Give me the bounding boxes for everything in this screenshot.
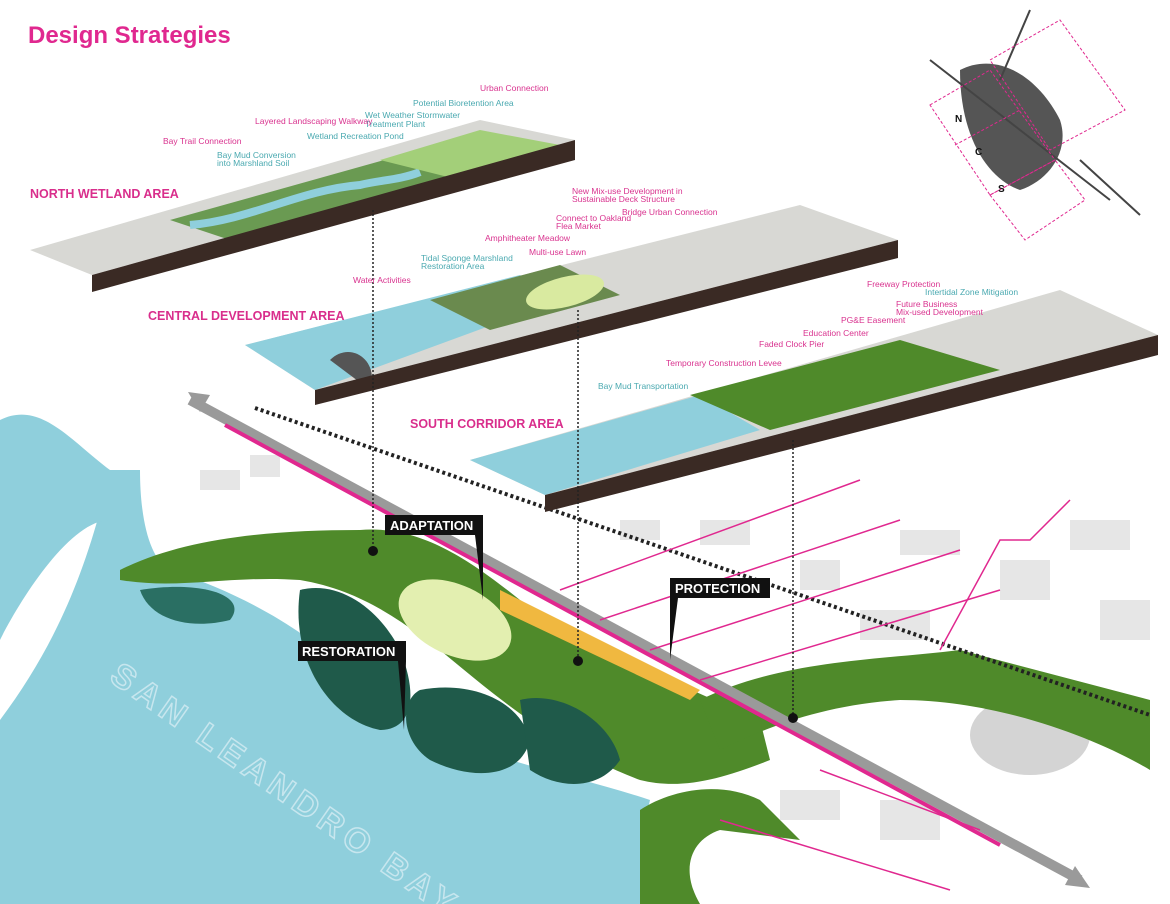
urban-connections xyxy=(559,479,1071,891)
adaptation-tag: ADAPTATION xyxy=(385,515,483,600)
label-mixuse-1: New Mix-use Development in xyxy=(572,186,683,196)
multi-use-lawn xyxy=(398,579,512,661)
marsh-island xyxy=(406,687,530,774)
restoration-tag: RESTORATION xyxy=(298,641,406,730)
corridor-arrow xyxy=(254,406,1151,717)
freeway-line xyxy=(224,423,1001,847)
freeway-arrow-icon xyxy=(1065,866,1090,888)
north-area-label: NORTH WETLAND AREA xyxy=(30,187,179,201)
label-pge: PG&E Easement xyxy=(841,315,906,325)
label-bay-mud-transport: Bay Mud Transportation xyxy=(598,381,689,391)
label-freeway-protection: Freeway Protection xyxy=(867,279,940,289)
label-intertidal: Intertidal Zone Mitigation xyxy=(925,287,1018,297)
projection-point xyxy=(573,656,583,666)
label-stormwater-2: Treatment Plant xyxy=(365,119,426,129)
label-urban-connection: Urban Connection xyxy=(480,83,549,93)
label-business-2: Mix-used Development xyxy=(896,307,984,317)
label-walkway: Layered Landscaping Walkway xyxy=(255,116,373,126)
svg-text:RESTORATION: RESTORATION xyxy=(302,644,395,659)
keymap-n: N xyxy=(955,114,962,125)
projection-point xyxy=(368,546,378,556)
south-shore xyxy=(640,789,800,904)
label-stormwater-1: Wet Weather Stormwater xyxy=(365,110,460,120)
south-slab xyxy=(470,290,1158,512)
protection-tag: PROTECTION xyxy=(670,578,770,660)
page-title: Design Strategies xyxy=(28,22,231,49)
label-bioretention: Potential Bioretention Area xyxy=(413,98,514,108)
freeway-arrow-icon xyxy=(188,392,210,412)
label-flea-2: Flea Market xyxy=(556,221,602,231)
north-slab xyxy=(30,120,575,292)
label-business-1: Future Business xyxy=(896,299,957,309)
label-bay-mud-1: Bay Mud Conversion xyxy=(217,150,296,160)
label-levee: Temporary Construction Levee xyxy=(666,358,782,368)
city-blocks xyxy=(200,455,1150,840)
key-map: N C S xyxy=(929,9,1141,241)
keymap-s: S xyxy=(998,184,1005,195)
development-strip xyxy=(500,590,700,700)
label-water-activities: Water Activities xyxy=(353,275,411,285)
projection-lines xyxy=(372,210,794,717)
label-lawn: Multi-use Lawn xyxy=(529,247,586,257)
marsh-island xyxy=(520,698,620,784)
label-bay-mud-2: into Marshland Soil xyxy=(217,158,289,168)
label-mixuse-2: Sustainable Deck Structure xyxy=(572,194,675,204)
central-area-label: CENTRAL DEVELOPMENT AREA xyxy=(148,309,345,323)
keymap-c: C xyxy=(975,147,982,158)
projection-point xyxy=(788,713,798,723)
label-bay-trail: Bay Trail Connection xyxy=(163,136,242,146)
central-slab xyxy=(245,205,898,405)
label-education: Education Center xyxy=(803,328,869,338)
svg-text:ADAPTATION: ADAPTATION xyxy=(390,518,473,533)
label-amphitheater: Amphitheater Meadow xyxy=(485,233,571,243)
label-sponge-2: Restoration Area xyxy=(421,261,485,271)
label-flea-1: Connect to Oakland xyxy=(556,213,631,223)
bay-water-north xyxy=(0,414,110,640)
south-area-label: SOUTH CORRIDOR AREA xyxy=(410,417,564,431)
label-bridge: Bridge Urban Connection xyxy=(622,207,718,217)
svg-text:PROTECTION: PROTECTION xyxy=(675,581,760,596)
south-park xyxy=(700,650,1150,770)
marsh-island xyxy=(140,586,235,624)
park-land xyxy=(120,529,770,784)
freeway xyxy=(187,395,1083,885)
label-pond: Wetland Recreation Pond xyxy=(307,131,404,141)
label-sponge-1: Tidal Sponge Marshland xyxy=(421,253,513,263)
label-pier: Faded Clock Pier xyxy=(759,339,824,349)
